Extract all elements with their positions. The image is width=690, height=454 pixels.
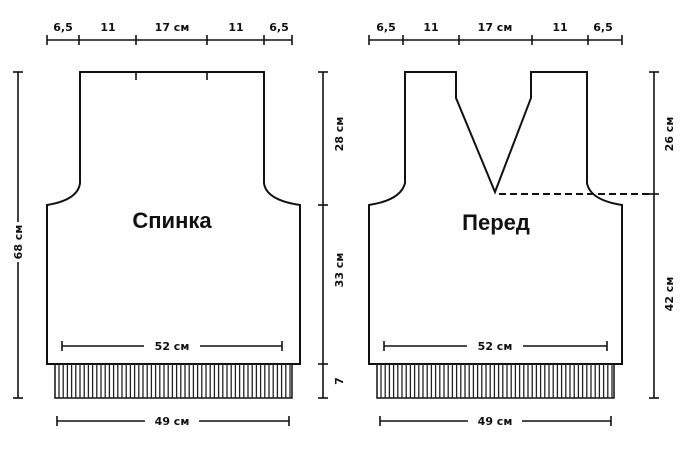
front-rib-width: 49 см	[478, 415, 513, 428]
back-body-height: 33 см	[333, 253, 346, 288]
front-ribbing	[376, 363, 615, 399]
back-piece: 6,5 11 17 см 11 6,5 Спинка 52 см 49 см	[11, 21, 346, 428]
back-top-width-5: 6,5	[269, 21, 289, 34]
front-body-width: 52 см	[478, 340, 513, 353]
front-top-width-3: 17 см	[478, 21, 513, 34]
front-outline	[368, 71, 623, 365]
front-body-height: 42 см	[663, 277, 676, 312]
back-rib-height: 7	[333, 377, 346, 385]
front-top-width-2: 11	[423, 21, 438, 34]
front-top-width-4: 11	[552, 21, 567, 34]
back-outline	[46, 71, 301, 365]
back-body-width: 52 см	[155, 340, 190, 353]
front-top-width-5: 6,5	[593, 21, 613, 34]
back-top-width-1: 6,5	[53, 21, 73, 34]
back-total-height: 68 см	[12, 225, 25, 260]
back-top-width-4: 11	[228, 21, 243, 34]
front-piece: 6,5 11 17 см 11 6,5 Перед 52 см 49 см	[368, 21, 676, 428]
back-armhole-height: 28 см	[333, 117, 346, 152]
back-title: Спинка	[132, 208, 212, 233]
front-title: Перед	[462, 210, 530, 235]
front-neck-depth-height: 26 см	[663, 117, 676, 152]
back-rib-width: 49 см	[155, 415, 190, 428]
back-top-width-2: 11	[100, 21, 115, 34]
back-top-width-3: 17 см	[155, 21, 190, 34]
front-top-width-1: 6,5	[376, 21, 396, 34]
back-ribbing	[54, 363, 293, 399]
